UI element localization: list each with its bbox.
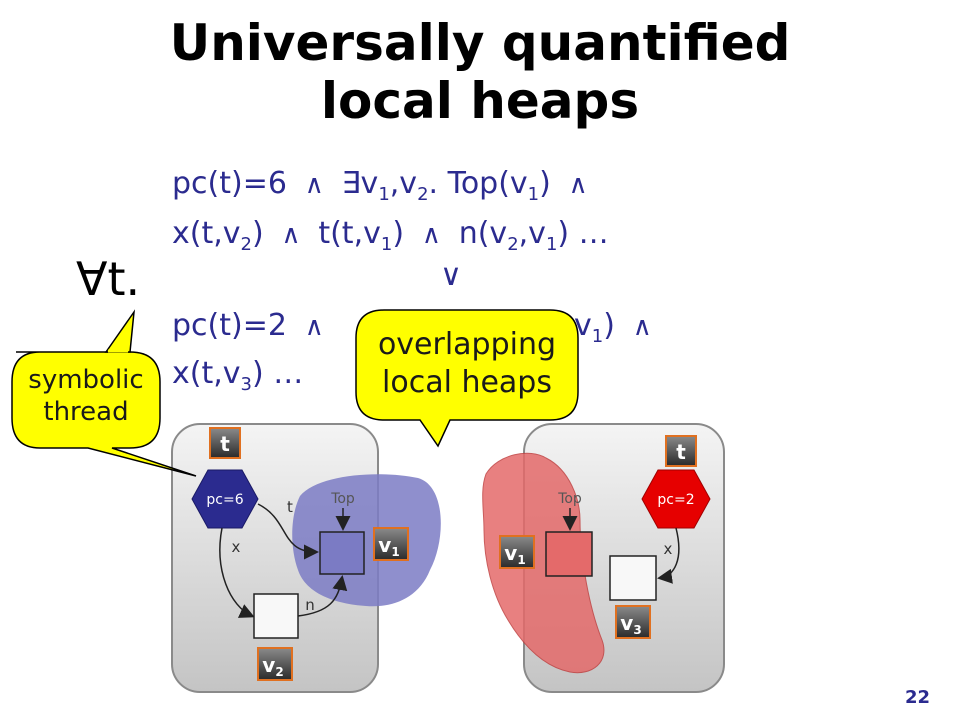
conjunction-icon: ∧ bbox=[296, 312, 324, 342]
formula-x: x(t,v bbox=[172, 356, 241, 391]
symbolic-thread-callout-pointer bbox=[104, 309, 136, 353]
overlapping-heaps-callout bbox=[355, 309, 579, 448]
edge-t-left bbox=[257, 503, 319, 560]
formula-line-1: pc(t)=6 ∧ ∃v1,v2. Top(v1) ∧ bbox=[172, 166, 588, 205]
heap-node-top-left bbox=[319, 531, 365, 575]
formula-n: n(v bbox=[458, 216, 508, 251]
heap-node-v3-right bbox=[609, 555, 657, 601]
formula-t: t(t,v bbox=[318, 216, 381, 251]
heap-node-top-right bbox=[545, 531, 593, 577]
edge-n-left bbox=[297, 575, 348, 617]
overlapping-heaps-callout-text: overlapping local heaps bbox=[358, 326, 576, 402]
subscript: 1 bbox=[378, 184, 390, 205]
subscript: 1 bbox=[591, 326, 604, 347]
formula-text: ) bbox=[603, 308, 615, 343]
edge-x-label-right: x bbox=[664, 540, 673, 558]
local-heap-blob-right bbox=[482, 452, 605, 674]
formula-line-3: pc(t)=2 ∧ bbox=[172, 308, 324, 343]
disjunction-icon: ∨ bbox=[440, 258, 462, 293]
conjunction-icon: ∧ bbox=[273, 220, 309, 250]
thread-tag-right bbox=[665, 435, 697, 467]
symbolic-thread-callout-text: symbolic thread bbox=[14, 364, 158, 428]
callout-line: overlapping bbox=[377, 327, 557, 362]
subscript: 1 bbox=[380, 234, 393, 255]
thread-node-left bbox=[191, 469, 259, 529]
formula-text: ) bbox=[539, 166, 551, 201]
edge-n-label-left: n bbox=[305, 596, 315, 614]
thread-node-right bbox=[641, 469, 711, 529]
conjunction-icon: ∧ bbox=[413, 220, 450, 250]
top-label-right: Top bbox=[557, 491, 582, 507]
subscript: 2 bbox=[240, 234, 252, 255]
subscript: 1 bbox=[527, 184, 540, 205]
symbolic-thread-callout bbox=[11, 351, 197, 477]
formula-exists: ∃v bbox=[341, 166, 379, 201]
formula-text: ) bbox=[392, 216, 405, 251]
formula-x: x(t,v bbox=[172, 216, 241, 251]
edge-x-right bbox=[657, 527, 680, 584]
formula-line-2: x(t,v2) ∧ t(t,v1) ∧ n(v2,v1) … bbox=[172, 216, 609, 255]
formula-top: . Top(v bbox=[428, 166, 528, 201]
heap-node-v2-left bbox=[253, 593, 299, 639]
forall-quantifier: ∀t. bbox=[76, 252, 141, 306]
node-tag-v1-right-label: v1 bbox=[504, 541, 525, 567]
subscript: 2 bbox=[507, 234, 519, 255]
node-tag-v1-left bbox=[373, 527, 409, 561]
thread-tag-left bbox=[209, 427, 241, 459]
formula-line-4: x(t,v3) … bbox=[172, 356, 303, 395]
thread-tag-left-label: t bbox=[220, 432, 230, 456]
conjunction-icon: ∧ bbox=[624, 312, 652, 342]
callout-line: local heaps bbox=[382, 365, 552, 400]
slide-title-line2: local heaps bbox=[320, 72, 640, 130]
edge-t-label-left: t bbox=[287, 498, 293, 516]
pc-label-left: pc=6 bbox=[206, 492, 243, 508]
edge-x-label-left: x bbox=[232, 538, 241, 556]
pc-label-right: pc=2 bbox=[657, 492, 694, 508]
node-tag-v3-right bbox=[615, 605, 651, 639]
node-tag-v2-left-label: v2 bbox=[262, 653, 283, 679]
node-tag-v1-right bbox=[499, 535, 535, 569]
node-tag-v1-left-label: v1 bbox=[378, 533, 399, 559]
subscript: 2 bbox=[417, 184, 429, 205]
formula-pc-2: pc(t)=2 bbox=[172, 308, 287, 343]
subscript: 1 bbox=[545, 234, 558, 255]
conjunction-icon: ∧ bbox=[296, 170, 333, 200]
formula-text: ,v bbox=[389, 166, 418, 201]
edge-x-left bbox=[219, 527, 255, 618]
formula-text: ) … bbox=[557, 216, 609, 251]
formula-text: ) bbox=[251, 216, 264, 251]
slide-title-line1: Universally quantified bbox=[169, 14, 791, 72]
callout-line: thread bbox=[43, 397, 129, 427]
formula-text: ) … bbox=[251, 356, 304, 391]
callout-line: symbolic bbox=[28, 365, 144, 395]
local-heap-blob-left bbox=[292, 474, 441, 607]
formula-pc-6: pc(t)=6 bbox=[172, 166, 287, 201]
formula-text: ,v bbox=[518, 216, 546, 251]
slide-number: 22 bbox=[904, 687, 930, 708]
conjunction-icon: ∧ bbox=[560, 170, 588, 200]
top-label-left: Top bbox=[330, 491, 355, 507]
thread-tag-right-label: t bbox=[676, 440, 686, 464]
node-tag-v3-right-label: v3 bbox=[620, 611, 641, 637]
subscript: 3 bbox=[240, 374, 252, 395]
node-tag-v2-left bbox=[257, 647, 293, 681]
